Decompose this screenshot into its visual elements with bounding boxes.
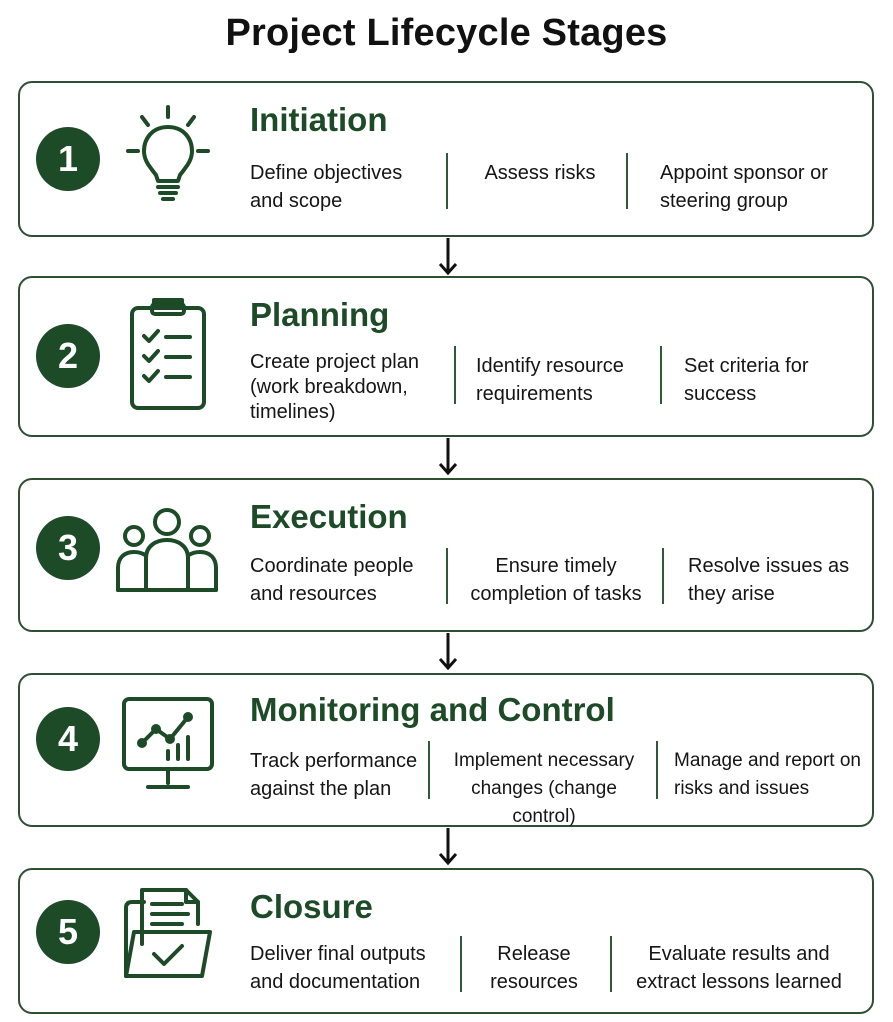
stage-title: Execution xyxy=(250,498,408,535)
stage-card-closure: 5 Closure Deliver final outputs and docu… xyxy=(18,868,874,1014)
item-divider xyxy=(656,741,658,799)
stage-card-monitoring-and-control: 4 Monitoring and Control Track performan… xyxy=(18,673,874,827)
stage-item: Appoint sponsor or steering group xyxy=(660,162,828,212)
item-divider xyxy=(446,548,448,604)
stage-number-badge: 4 xyxy=(36,707,100,771)
stage-item: Release resources xyxy=(490,943,578,993)
item-divider xyxy=(460,936,462,992)
stage-item: Create project plan (work breakdown, tim… xyxy=(250,351,419,423)
stage-number-badge: 2 xyxy=(36,324,100,388)
stage-title: Planning xyxy=(250,296,390,333)
stage-number-badge: 1 xyxy=(36,127,100,191)
stage-item: Evaluate results and extract lessons lea… xyxy=(636,943,842,993)
stage-item: Track performance against the plan xyxy=(250,750,418,800)
stage-card-execution: 3 Execution Coordinate people and resour… xyxy=(18,478,874,632)
stage-card-planning: 2 Planning Create project plan (work bre… xyxy=(18,276,874,437)
item-divider xyxy=(662,548,664,604)
item-divider xyxy=(660,346,662,404)
folder-document-check-icon xyxy=(118,884,218,984)
stage-item: Identify resource requirements xyxy=(476,355,624,405)
item-divider xyxy=(446,153,448,209)
stage-number-badge: 3 xyxy=(36,516,100,580)
down-arrow-icon xyxy=(437,238,459,276)
clipboard-checklist-icon xyxy=(118,294,218,412)
stage-item: Resolve issues as they arise xyxy=(688,555,850,605)
lightbulb-icon xyxy=(118,103,218,203)
stage-title: Initiation xyxy=(250,101,388,138)
team-people-icon xyxy=(114,506,220,596)
stage-item: Implement necessary changes (change cont… xyxy=(453,750,635,827)
stage-item: Define objectives and scope xyxy=(250,162,403,212)
item-divider xyxy=(428,741,430,799)
stage-item: Ensure timely completion of tasks xyxy=(470,555,642,605)
item-divider xyxy=(610,936,612,992)
down-arrow-icon xyxy=(437,633,459,671)
stage-title: Closure xyxy=(250,888,373,925)
item-divider xyxy=(626,153,628,209)
down-arrow-icon xyxy=(437,438,459,476)
stage-title: Monitoring and Control xyxy=(250,691,615,728)
stage-item: Set criteria for success xyxy=(684,355,809,405)
stage-number-badge: 5 xyxy=(36,900,100,964)
down-arrow-icon xyxy=(437,828,459,866)
monitor-chart-icon xyxy=(118,693,218,797)
stage-item: Deliver final outputs and documentation xyxy=(250,943,426,993)
item-divider xyxy=(454,346,456,404)
diagram-title: Project Lifecycle Stages xyxy=(225,12,668,54)
stage-item: Coordinate people and resources xyxy=(250,555,414,605)
stage-item: Manage and report on risks and issues xyxy=(674,750,861,799)
stage-card-initiation: 1 Initiation Define objectives and scope… xyxy=(18,81,874,237)
stage-item: Assess risks xyxy=(484,162,596,184)
